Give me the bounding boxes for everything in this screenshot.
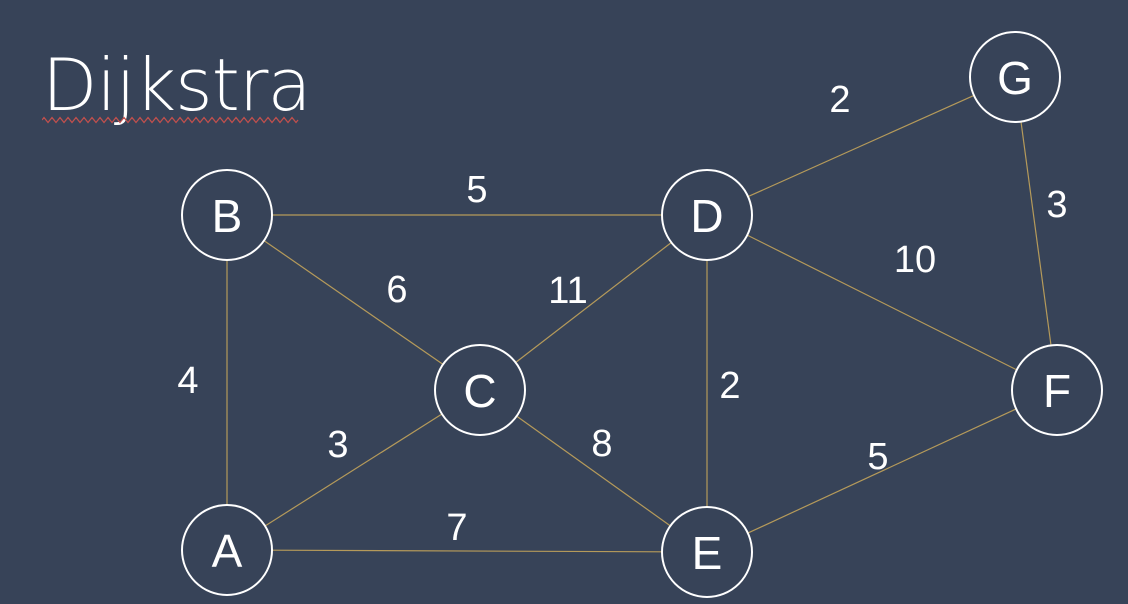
edge-weight-c-e: 8 [591, 423, 612, 465]
edge-weight-d-g: 2 [829, 79, 850, 121]
node-circle [661, 506, 753, 598]
edge-d-f [746, 234, 1018, 371]
node-e: E [661, 506, 753, 598]
edge-a-c [264, 413, 443, 527]
edge-d-g [747, 94, 975, 198]
edge-weight-d-f: 10 [894, 239, 936, 281]
edges-layer [226, 94, 1052, 553]
edge-weight-b-c: 6 [386, 269, 407, 311]
node-g: G [969, 31, 1061, 123]
node-b: B [181, 169, 273, 261]
nodes-layer: B D G C F A E [181, 31, 1103, 598]
edge-weight-c-d: 11 [548, 270, 587, 312]
node-circle [1011, 344, 1103, 436]
node-label: B [212, 190, 243, 242]
edge-weight-a-c: 3 [327, 424, 348, 466]
edge-weight-g-f: 3 [1046, 184, 1067, 226]
node-label: E [692, 527, 723, 579]
node-label: F [1043, 365, 1071, 417]
node-circle [181, 169, 273, 261]
node-a: A [181, 504, 273, 596]
diagram-title: Dijkstra [42, 43, 312, 127]
node-circle [661, 169, 753, 261]
node-circle [434, 344, 526, 436]
node-label: G [997, 52, 1033, 104]
node-label: A [212, 525, 243, 577]
edge-e-f [747, 408, 1017, 534]
node-label: C [463, 365, 496, 417]
node-circle [181, 504, 273, 596]
node-d: D [661, 169, 753, 261]
edge-weight-b-d: 5 [466, 169, 487, 211]
edge-g-f [1020, 121, 1052, 346]
edge-weight-a-e: 7 [446, 507, 467, 549]
node-label: D [690, 190, 723, 242]
edge-c-d [515, 241, 672, 364]
node-circle [969, 31, 1061, 123]
edge-a-e [271, 549, 663, 553]
node-f: F [1011, 344, 1103, 436]
weights-layer: 5 2 3 6 11 10 4 2 3 8 5 7 [177, 79, 1067, 549]
edge-c-e [516, 415, 671, 527]
edge-weight-b-a: 4 [177, 360, 198, 402]
node-c: C [434, 344, 526, 436]
edge-b-c [263, 240, 444, 365]
spellcheck-underline [42, 116, 299, 124]
edge-weight-e-f: 5 [867, 436, 888, 478]
edge-weight-d-e: 2 [719, 365, 740, 407]
